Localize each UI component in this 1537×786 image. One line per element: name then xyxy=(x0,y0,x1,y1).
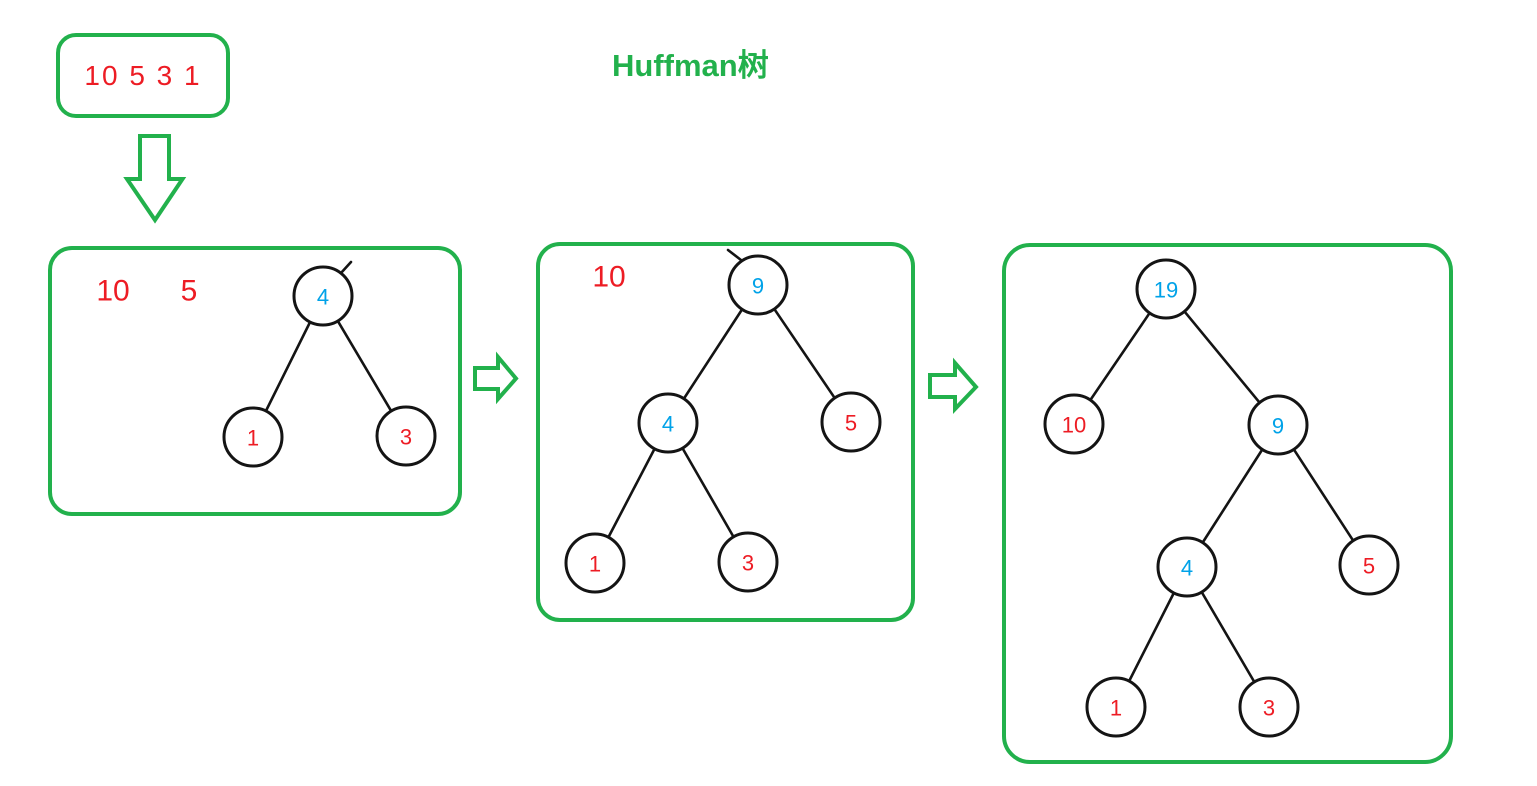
pending-weight-label: 5 xyxy=(181,275,198,308)
tree-edge-stub xyxy=(726,248,743,262)
tree-edge xyxy=(1183,310,1261,404)
tree-node-label: 1 xyxy=(247,426,259,451)
tree-node-circle-1 xyxy=(222,406,284,468)
tree-edge xyxy=(336,320,393,412)
tree-node-label: 3 xyxy=(1263,696,1275,721)
step-arrow-icon xyxy=(928,357,979,414)
tree-node-label: 5 xyxy=(1363,554,1375,579)
tree-node-label: 9 xyxy=(752,274,764,299)
tree-node-circle-5 xyxy=(820,391,882,453)
tree-node-circle-3 xyxy=(717,531,779,593)
panel-step-3-border xyxy=(1002,243,1453,764)
tree-node-label: 1 xyxy=(589,552,601,577)
panel-step-1-border xyxy=(48,246,462,516)
tree-node-label: 4 xyxy=(1181,556,1193,581)
tree-node-circle-1 xyxy=(1085,676,1147,738)
tree-node-circle-4 xyxy=(1156,536,1218,598)
tree-node-label: 19 xyxy=(1154,278,1178,303)
tree-node-label: 1 xyxy=(1110,696,1122,721)
tree-node-circle-4 xyxy=(292,265,354,327)
tree-node-label: 9 xyxy=(1272,414,1284,439)
tree-node-circle-1 xyxy=(564,532,626,594)
page-title: Huffman树 xyxy=(612,48,769,83)
input-sequence-box: 10 5 3 1 xyxy=(56,33,230,118)
pending-weight-label: 10 xyxy=(592,261,625,294)
tree-node-circle-9 xyxy=(1247,394,1309,456)
tree-node-label: 10 xyxy=(1062,413,1086,438)
tree-node-circle-5 xyxy=(1338,534,1400,596)
tree-edge xyxy=(681,447,735,538)
tree-node-label: 4 xyxy=(662,412,674,437)
tree-edge xyxy=(265,321,311,412)
tree-edge xyxy=(607,448,656,538)
tree-node-label: 5 xyxy=(845,411,857,436)
tree-node-circle-10 xyxy=(1043,393,1105,455)
input-sequence-text: 10 5 3 1 xyxy=(84,59,202,91)
tree-edge xyxy=(1200,591,1256,683)
panel-step-2-border xyxy=(536,242,915,622)
tree-node-circle-3 xyxy=(1238,676,1300,738)
tree-edge-stub xyxy=(339,260,353,275)
tree-node-circle-19 xyxy=(1135,258,1197,320)
tree-edge xyxy=(1201,448,1264,544)
tree-edge xyxy=(1293,448,1354,542)
tree-edge xyxy=(1128,592,1175,682)
tree-edge xyxy=(683,308,743,400)
tree-node-circle-4 xyxy=(637,392,699,454)
step-arrow-icon xyxy=(473,351,519,405)
tree-node-label: 3 xyxy=(400,425,412,450)
tree-node-circle-9 xyxy=(727,254,789,316)
tree-edge xyxy=(1089,312,1151,401)
tree-node-label: 3 xyxy=(742,551,754,576)
tree-edge xyxy=(773,308,836,399)
tree-node-circle-3 xyxy=(375,405,437,467)
pending-weight-label: 10 xyxy=(96,275,129,308)
tree-node-label: 4 xyxy=(317,285,329,310)
